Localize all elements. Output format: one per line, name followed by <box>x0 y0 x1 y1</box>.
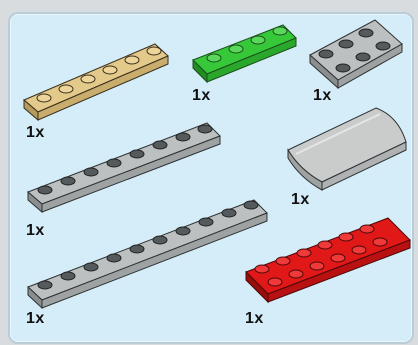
quantity-label-plate-1x4-green: 1x <box>192 87 211 105</box>
plate-1x10-light-gray <box>28 200 267 308</box>
quantity-label-plate-1x10-light-gray: 1x <box>26 310 45 328</box>
quantity-label-plate-1x8-light-gray: 1x <box>26 222 45 240</box>
quantity-label-slope-curved-light-gray: 1x <box>291 191 310 209</box>
plate-2x3-light-gray <box>310 20 402 88</box>
slope-curved-light-gray <box>288 108 406 190</box>
quantity-label-plate-2x6-red: 1x <box>245 310 264 328</box>
plate-1x6-tan <box>24 44 168 120</box>
plate-1x4-green <box>193 25 296 82</box>
plate-1x8-light-gray <box>28 123 220 212</box>
quantity-label-plate-1x6-tan: 1x <box>26 124 45 142</box>
quantity-label-plate-2x3-light-gray: 1x <box>313 87 332 105</box>
plate-2x6-red <box>246 218 410 302</box>
